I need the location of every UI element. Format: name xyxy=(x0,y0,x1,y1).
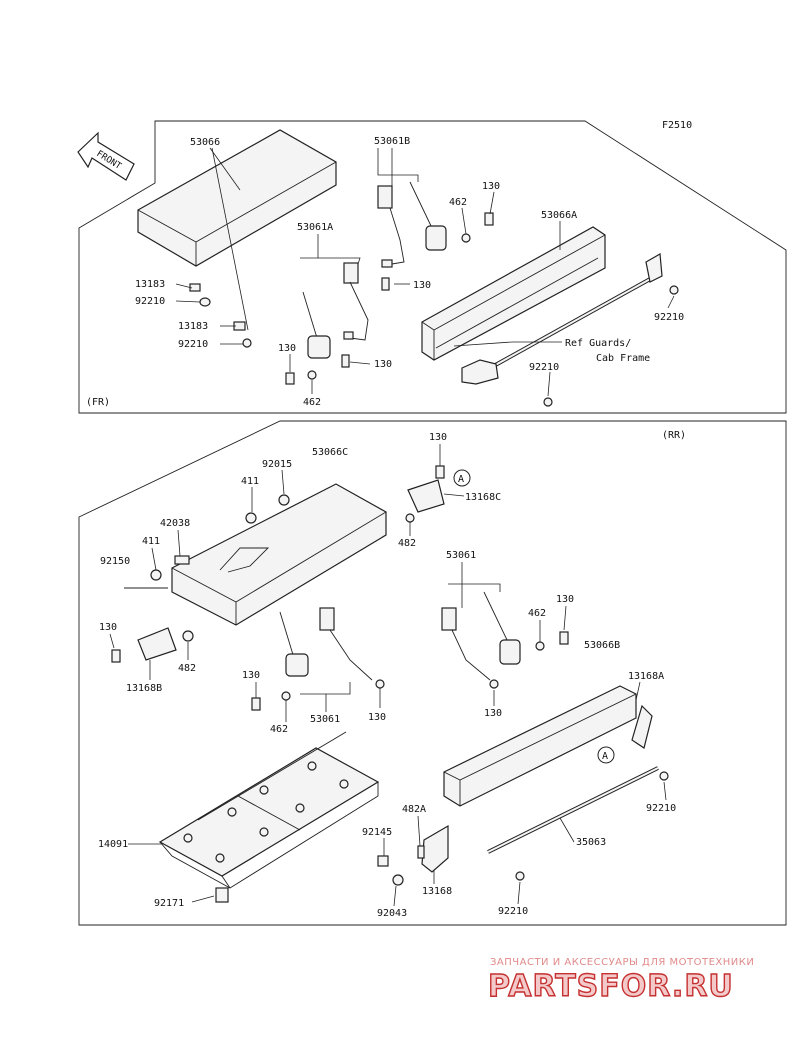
callout-circle-bottom: A xyxy=(597,746,615,764)
label-13168B: 13168B xyxy=(126,683,162,694)
label-92150: 92150 xyxy=(100,556,130,567)
label-130-a1: 130 xyxy=(278,343,296,354)
label-rr-482-top: 482 xyxy=(398,538,416,549)
label-13183-2: 13183 xyxy=(178,321,208,332)
label-482A: 482A xyxy=(402,804,426,815)
label-rr-130-r2: 130 xyxy=(556,594,574,605)
label-13183-1: 13183 xyxy=(135,279,165,290)
label-53066A: 53066A xyxy=(541,210,577,221)
watermark-line1: ЗАПЧАСТИ И АКСЕССУАРЫ ДЛЯ МОТОТЕХНИКИ xyxy=(490,957,754,968)
front-seat-clips xyxy=(189,283,252,348)
label-53066C: 53066C xyxy=(312,447,348,458)
rear-belt-right xyxy=(441,591,569,689)
watermark-line2: PARTSFOR.RU xyxy=(488,969,734,1004)
label-130-b1: 130 xyxy=(482,181,500,192)
label-92145: 92145 xyxy=(362,827,392,838)
front-belt-53061A xyxy=(302,262,369,359)
label-53066: 53066 xyxy=(190,137,220,148)
rear-seat-pins xyxy=(124,494,290,589)
label-13168A: 13168A xyxy=(628,671,664,682)
label-13168C: 13168C xyxy=(465,492,501,503)
label-13168: 13168 xyxy=(422,886,452,897)
rear-tray-14091 xyxy=(158,731,380,903)
label-rr-482-left: 482 xyxy=(178,663,196,674)
label-53061A: 53061A xyxy=(297,222,333,233)
note-line2: Cab Frame xyxy=(596,353,650,364)
label-411-b: 411 xyxy=(142,536,160,547)
rear-bracket-13168A xyxy=(443,685,653,807)
label-462-b: 462 xyxy=(449,197,467,208)
front-seat-cushion xyxy=(137,129,337,267)
rear-belt-left xyxy=(251,607,385,711)
label-rr-462-r: 462 xyxy=(528,608,546,619)
rear-seat-cushion xyxy=(171,483,387,626)
front-panel-border xyxy=(78,120,787,414)
label-130-b2: 130 xyxy=(413,280,431,291)
rear-bracket-13168 xyxy=(377,824,449,886)
front-leader-lines xyxy=(175,147,675,397)
label-rr-92210-2: 92210 xyxy=(498,906,528,917)
label-53061B: 53061B xyxy=(374,136,410,147)
label-92043: 92043 xyxy=(377,908,407,919)
label-53066B: 53066B xyxy=(584,640,620,651)
figure-code: F2510 xyxy=(662,120,692,131)
front-guard-rod xyxy=(461,253,679,407)
label-rr-130-bl1: 130 xyxy=(242,670,260,681)
label-130-a2: 130 xyxy=(374,359,392,370)
label-35063: 35063 xyxy=(576,837,606,848)
label-rr-53061-left: 53061 xyxy=(310,714,340,725)
label-42038: 42038 xyxy=(160,518,190,529)
label-rr-462-bl: 462 xyxy=(270,724,288,735)
front-bracket-53066A xyxy=(421,226,606,361)
label-rr-53061-right: 53061 xyxy=(446,550,476,561)
watermark: ЗАПЧАСТИ И АКСЕССУАРЫ ДЛЯ МОТОТЕХНИКИ PA… xyxy=(487,957,754,1005)
callout-circle-top: A xyxy=(453,469,471,487)
rear-panel-border xyxy=(78,420,787,926)
rear-leader-lines xyxy=(109,444,667,907)
label-92210-4: 92210 xyxy=(654,312,684,323)
callout-letter-bottom: A xyxy=(602,751,608,762)
front-direction-arrow: FRONT xyxy=(77,131,135,181)
label-92210-2: 92210 xyxy=(178,339,208,350)
label-462-a: 462 xyxy=(303,397,321,408)
note-line1: Ref Guards/ xyxy=(565,338,631,349)
front-belt-53061B xyxy=(377,181,447,268)
rear-rod-35063 xyxy=(487,766,669,881)
label-92210-1: 92210 xyxy=(135,296,165,307)
label-14091: 14091 xyxy=(98,839,128,850)
front-bolts xyxy=(285,212,494,385)
section-label-rear: (RR) xyxy=(662,430,686,441)
label-92210-3: 92210 xyxy=(529,362,559,373)
rear-left-bracket xyxy=(111,627,194,663)
label-rr-130-r1: 130 xyxy=(484,708,502,719)
label-411-a: 411 xyxy=(241,476,259,487)
label-rr-130-top: 130 xyxy=(429,432,447,443)
section-label-front: (FR) xyxy=(86,397,110,408)
rear-top-bracket xyxy=(405,465,445,523)
label-92015: 92015 xyxy=(262,459,292,470)
label-rr-92210-1: 92210 xyxy=(646,803,676,814)
label-rr-130-bl2: 130 xyxy=(368,712,386,723)
label-92171: 92171 xyxy=(154,898,184,909)
callout-letter-top: A xyxy=(458,474,464,485)
label-rr-130-left: 130 xyxy=(99,622,117,633)
